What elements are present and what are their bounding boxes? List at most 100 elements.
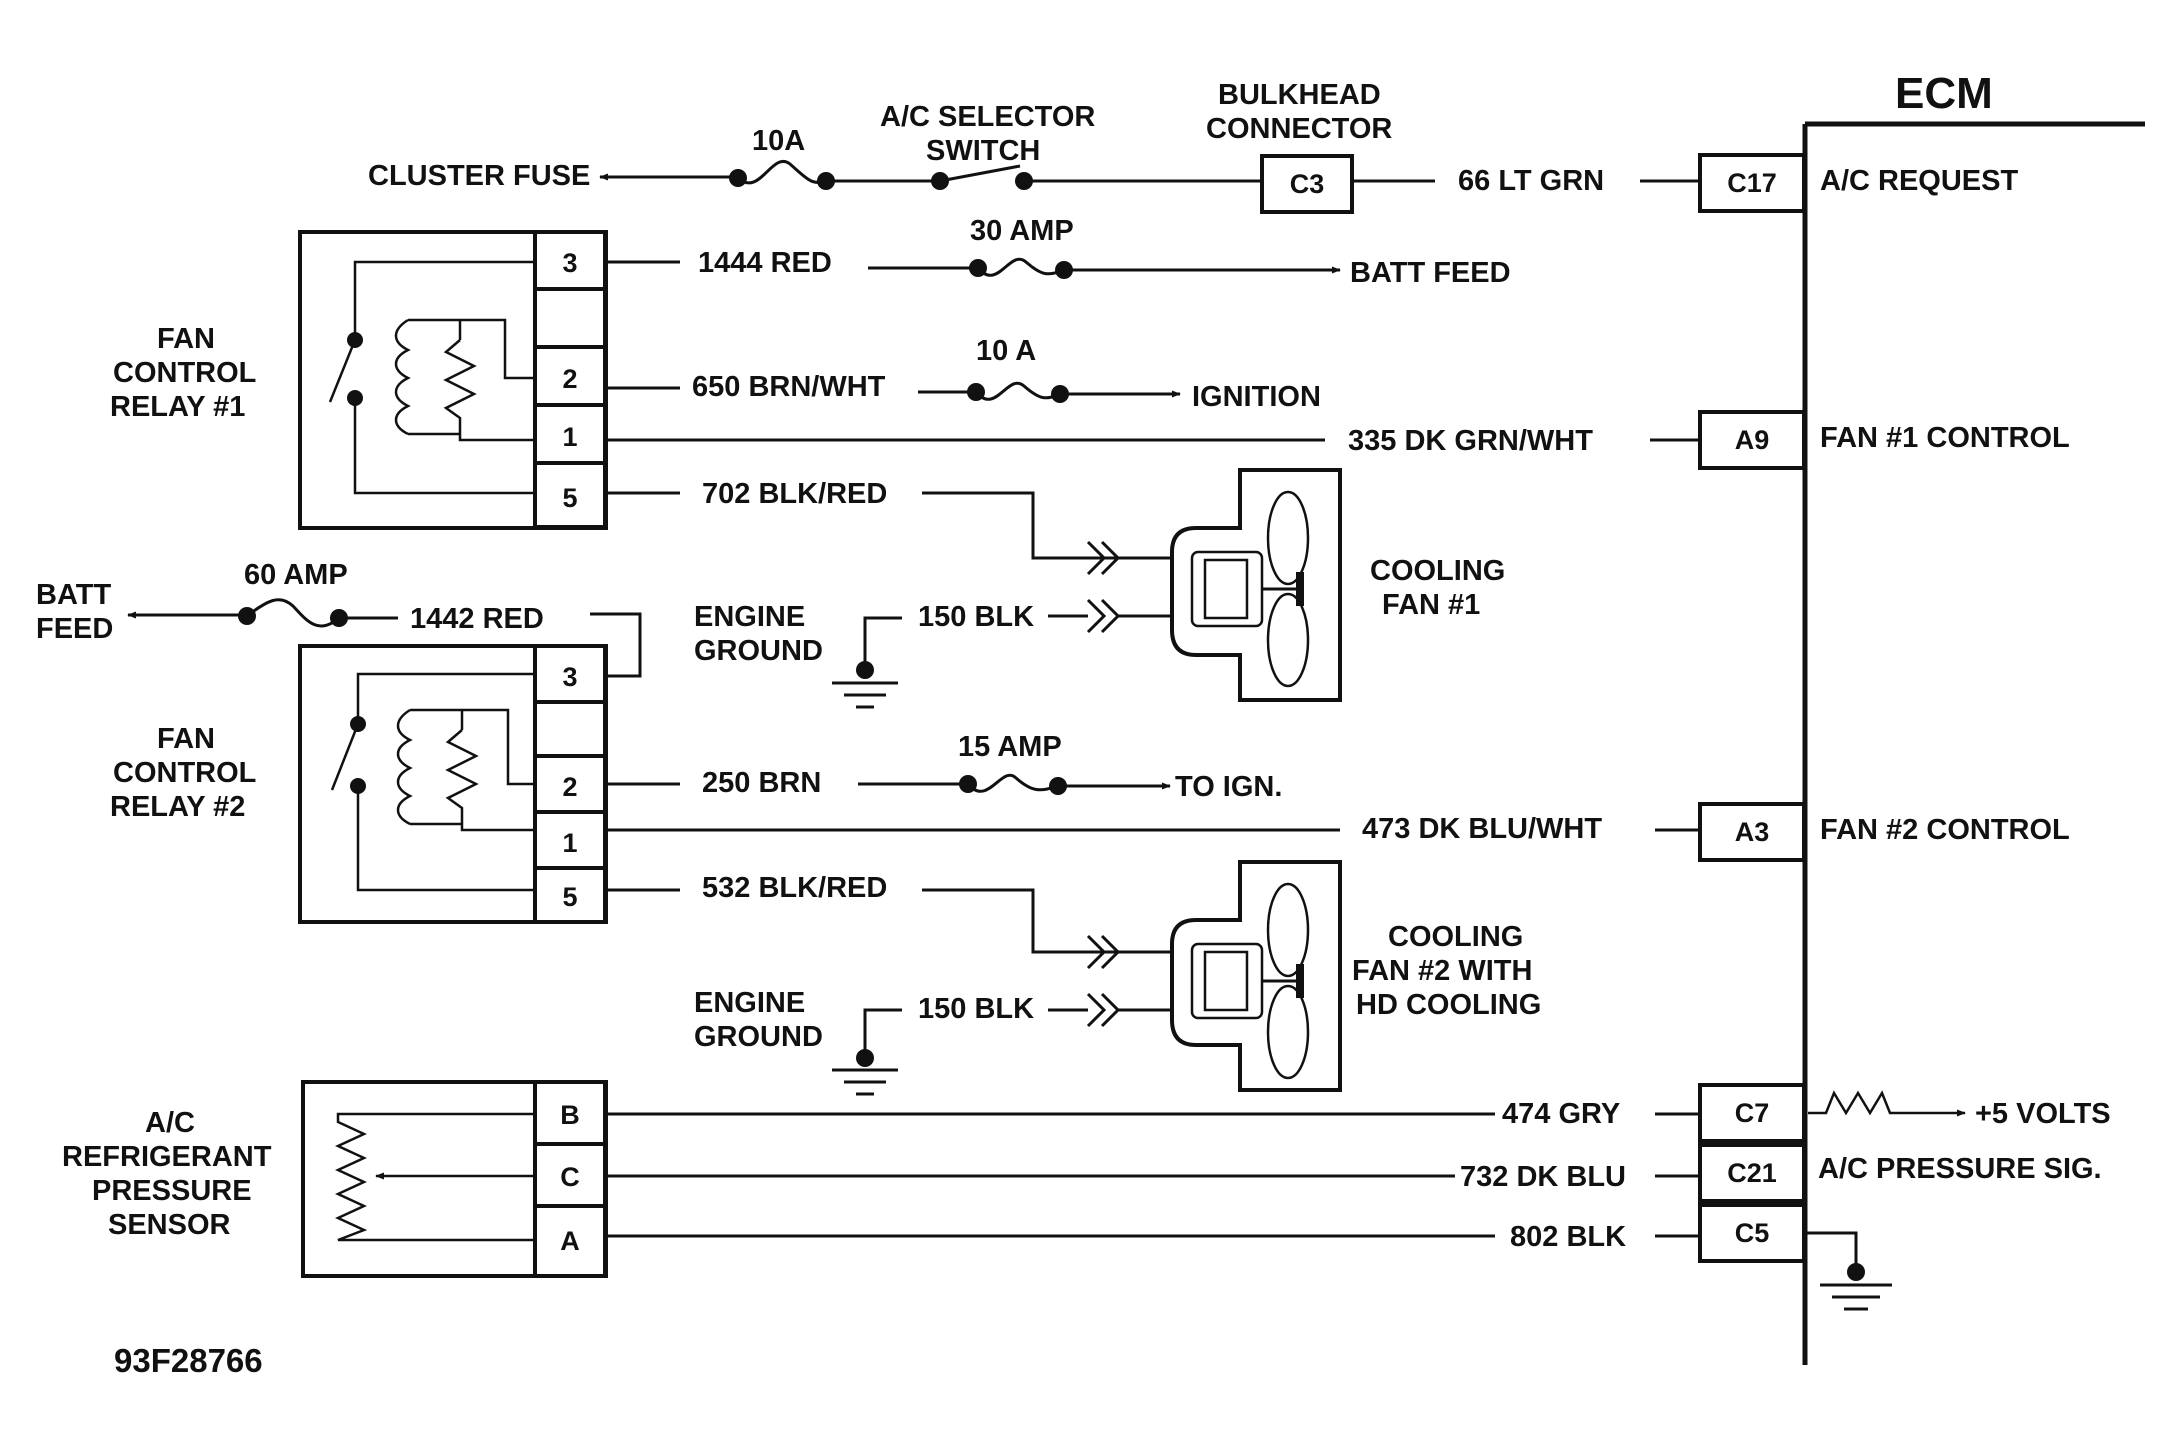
fan-label-line3: HD COOLING xyxy=(1356,989,1541,1021)
pullup-resistor-icon xyxy=(1808,1090,1966,1117)
ac-selector-switch-icon xyxy=(931,164,1033,190)
sensor-label-line1: A/C xyxy=(145,1107,195,1139)
bulkhead-pin-label: C3 xyxy=(1290,169,1325,199)
cooling-fan-icon xyxy=(1170,468,1342,702)
ground-label-line2: GROUND xyxy=(694,635,823,667)
ecm-pin-label: C7 xyxy=(1735,1098,1770,1128)
cooling-fan-icon xyxy=(1170,860,1342,1092)
relay-pin-label: 5 xyxy=(562,882,577,912)
ground-symbol-icon xyxy=(1820,1283,1892,1311)
ground-label-line1: ENGINE xyxy=(694,601,805,633)
fan-label-line1: COOLING xyxy=(1388,921,1523,953)
ecm-title: ECM xyxy=(1895,69,1993,118)
ecm-terminal-c7: C7 +5 VOLTS xyxy=(1698,1083,2111,1143)
wire-label: 650 BRN/WHT xyxy=(692,371,886,403)
wire-label: 250 BRN xyxy=(702,767,821,799)
ecm-terminal-a9: A9 FAN #1 CONTROL xyxy=(1698,410,2070,470)
cooling-fan-1: COOLING FAN #1 ENGINE GROUND 150 BLK xyxy=(694,468,1505,709)
destination-label: TO IGN. xyxy=(1175,771,1282,803)
fan-control-relay-1: FAN CONTROL RELAY #1 3 2 1 5 xyxy=(110,215,1700,560)
relay-pin-label: 3 xyxy=(562,662,577,692)
sensor-pin-label: A xyxy=(560,1226,580,1256)
connector-chevron-icon xyxy=(1086,540,1121,634)
relay-label-line3: RELAY #1 xyxy=(110,391,245,423)
relay-label-line2: CONTROL xyxy=(113,357,256,389)
relay-pin-column: 3 2 1 5 xyxy=(533,644,607,924)
ac-pressure-sensor: A/C REFRIGERANT PRESSURE SENSOR B C A 47… xyxy=(62,1080,1700,1278)
sensor-pin-column: B C A xyxy=(533,1080,607,1278)
switch-label-line2: SWITCH xyxy=(926,135,1040,167)
fuse-rating-label: 10 A xyxy=(976,335,1036,367)
cluster-fuse-label: CLUSTER FUSE xyxy=(368,160,590,192)
bulkhead-label-line2: CONNECTOR xyxy=(1206,113,1392,145)
wire-label: 1442 RED xyxy=(410,603,544,635)
fuse-15-amp-icon xyxy=(959,773,1067,795)
fan-label-line2: FAN #1 xyxy=(1382,589,1480,621)
relay-pin-label: 1 xyxy=(562,422,577,452)
ecm-module: ECM C17 A/C REQUEST A9 FAN #1 CONTROL A3… xyxy=(1698,69,2145,1365)
wire-label: 150 BLK xyxy=(918,993,1034,1025)
relay-label-line1: FAN xyxy=(157,323,215,355)
fuse-rating-label: 15 AMP xyxy=(958,731,1062,763)
relay-label-line1: FAN xyxy=(157,723,215,755)
fuse-30-amp-icon xyxy=(969,257,1073,279)
ecm-function-label: FAN #2 CONTROL xyxy=(1820,814,2070,846)
ecm-terminal-c21: C21 A/C PRESSURE SIG. xyxy=(1698,1143,2102,1203)
relay-pin-label: 3 xyxy=(562,248,577,278)
relay-pin-label: 1 xyxy=(562,828,577,858)
wire-label: 150 BLK xyxy=(918,601,1034,633)
wire-label: 732 DK BLU xyxy=(1460,1161,1626,1193)
ground-symbol-icon xyxy=(832,681,898,709)
sensor-label-line2: REFRIGERANT xyxy=(62,1141,272,1173)
ecm-terminal-c17: C17 A/C REQUEST xyxy=(1698,153,2018,213)
wire-label: 474 GRY xyxy=(1502,1098,1620,1130)
bulkhead-label-line1: BULKHEAD xyxy=(1218,79,1381,111)
ecm-terminal-a3: A3 FAN #2 CONTROL xyxy=(1698,802,2070,862)
wire-label: 802 BLK xyxy=(1510,1221,1626,1253)
relay-pin-label: 2 xyxy=(562,364,577,394)
ground-symbol-icon xyxy=(832,1068,898,1096)
relay-pin-column: 3 2 1 5 xyxy=(533,230,607,529)
ecm-pin-label: A3 xyxy=(1735,817,1770,847)
relay-switch-icon xyxy=(328,260,535,495)
fan-label-line2: FAN #2 WITH xyxy=(1352,955,1532,987)
batt-feed-label-line1: BATT xyxy=(36,579,111,611)
sensor-label-line3: PRESSURE xyxy=(92,1175,252,1207)
relay-coil-icon xyxy=(394,318,535,442)
fuse-10-a-icon xyxy=(967,381,1069,403)
ecm-function-label: +5 VOLTS xyxy=(1975,1098,2111,1130)
relay-pin-label: 2 xyxy=(562,772,577,802)
switch-label-line1: A/C SELECTOR xyxy=(880,101,1095,133)
ecm-terminal-c5: C5 xyxy=(1698,1203,1892,1311)
ac-request-circuit: CLUSTER FUSE 10A A/C SELECTOR SWITCH C3 … xyxy=(368,79,1700,214)
fuse-rating-label: 60 AMP xyxy=(244,559,348,591)
ecm-pin-label: C17 xyxy=(1727,168,1777,198)
wire-label: 1444 RED xyxy=(698,247,832,279)
fuse-rating-label: 10A xyxy=(752,125,805,157)
figure-id: 93F28766 xyxy=(114,1342,263,1379)
bulkhead-connector: C3 xyxy=(1260,154,1354,214)
ground-label-line2: GROUND xyxy=(694,1021,823,1053)
relay-label-line3: RELAY #2 xyxy=(110,791,245,823)
sensor-pin-label: B xyxy=(560,1100,580,1130)
cooling-fan-2: COOLING FAN #2 WITH HD COOLING ENGINE GR… xyxy=(694,860,1541,1096)
ground-label-line1: ENGINE xyxy=(694,987,805,1019)
wire-label: 66 LT GRN xyxy=(1458,165,1604,197)
relay-coil-icon xyxy=(396,708,535,832)
wire-label: 473 DK BLU/WHT xyxy=(1362,813,1602,845)
wire-label: 335 DK GRN/WHT xyxy=(1348,425,1593,457)
destination-label: BATT FEED xyxy=(1350,257,1511,289)
batt-feed-label-line2: FEED xyxy=(36,613,113,645)
sensor-label-line4: SENSOR xyxy=(108,1209,231,1241)
sensor-pin-label: C xyxy=(560,1162,580,1192)
batt-feed-60-amp-circuit: BATT FEED 60 AMP 1442 RED xyxy=(36,559,642,678)
fan-control-relay-2: FAN CONTROL RELAY #2 3 2 1 5 xyxy=(110,644,1700,954)
wire-label: 702 BLK/RED xyxy=(702,478,887,510)
connector-chevron-icon xyxy=(1086,934,1121,1028)
wire-label: 532 BLK/RED xyxy=(702,872,887,904)
ecm-function-label: FAN #1 CONTROL xyxy=(1820,422,2070,454)
ecm-function-label: A/C PRESSURE SIG. xyxy=(1818,1153,2102,1185)
fuse-rating-label: 30 AMP xyxy=(970,215,1074,247)
fuse-10a-icon xyxy=(729,160,835,190)
